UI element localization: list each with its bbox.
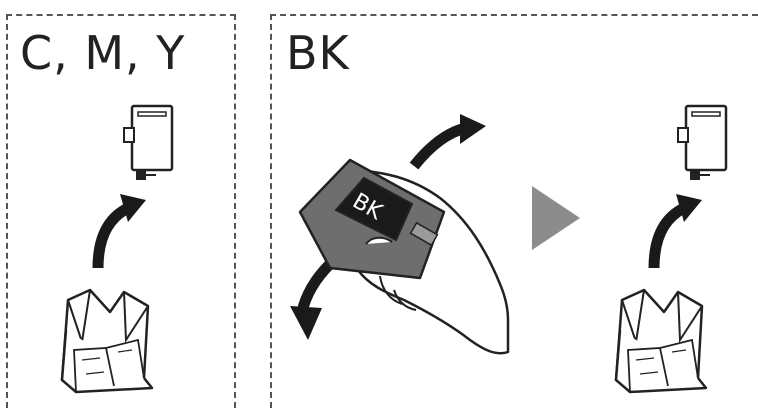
- cartridge-icon: [124, 106, 172, 180]
- cartridge-icon: [678, 106, 726, 180]
- up-arrow-icon: [654, 194, 702, 268]
- open-bag-icon: [62, 290, 152, 392]
- up-arrow-icon: [98, 194, 146, 268]
- shake-arrow-icon: [414, 114, 486, 166]
- next-triangle-icon: [532, 186, 580, 250]
- open-bag-icon: [616, 290, 706, 392]
- shake-arrow-icon: [290, 264, 330, 340]
- cartridge-bk: BK: [300, 160, 444, 278]
